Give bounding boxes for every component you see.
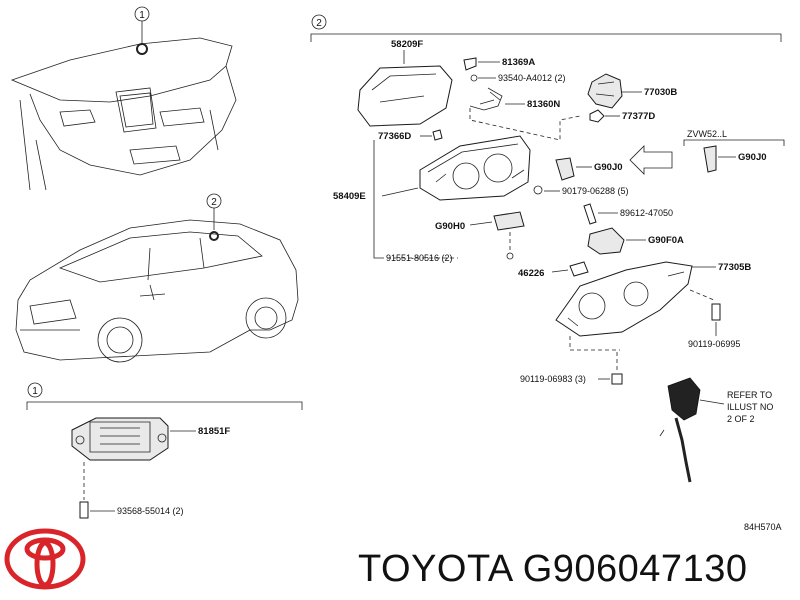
part-90179-06288: 90179-06288 (5)	[562, 186, 629, 196]
part-58409E: 58409E	[333, 191, 366, 202]
callout-label-1-bottom: 1	[32, 386, 38, 397]
part-G90H0: G90H0	[435, 221, 465, 232]
part-58209F: 58209F	[391, 39, 423, 50]
callout-label-2-top: 2	[316, 18, 322, 29]
part-90119-06995: 90119-06995	[688, 339, 740, 349]
part-G90F0A: G90F0A	[648, 235, 684, 246]
part-46226: 46226	[518, 268, 544, 279]
part-91551-80516: 91551-80516 (2)	[386, 253, 453, 263]
meter-assembly: 58209F 81369A 93540-A4012 (2) 81360N 770…	[333, 39, 785, 532]
brand-name: TOYOTA	[358, 548, 512, 590]
part-90119-06983: 90119-06983 (3)	[520, 374, 586, 384]
refer-line-2: ILLUST NO	[727, 402, 773, 412]
part-G90J0-b: G90J0	[738, 152, 767, 163]
part-ZVW52-L: ZVW52..L	[687, 129, 727, 139]
part-caption: TOYOTA G906047130	[358, 548, 747, 591]
part-81360N: 81360N	[527, 99, 560, 110]
part-77366D: 77366D	[378, 131, 411, 142]
toyota-logo-icon	[4, 528, 86, 590]
illustration-code: 84H570A	[744, 522, 782, 532]
part-number: G906047130	[522, 548, 748, 590]
part-77305B: 77305B	[718, 262, 751, 273]
car-illustration: 2	[15, 193, 299, 363]
part-77377D: 77377D	[622, 111, 655, 122]
assembly-bracket-1: 1 81851F 93568-55014 (2)	[26, 382, 303, 519]
part-77030B: 77030B	[644, 87, 677, 98]
part-93568-55014: 93568-55014 (2)	[117, 506, 184, 516]
part-89612-47050: 89612-47050	[620, 208, 673, 218]
part-81851F: 81851F	[198, 426, 230, 437]
part-93540-A4012: 93540-A4012 (2)	[498, 73, 566, 83]
part-G90J0-a: G90J0	[594, 162, 623, 173]
refer-line-3: 2 OF 2	[727, 414, 755, 424]
callout-label-1-top: 1	[139, 10, 145, 21]
refer-line-1: REFER TO	[727, 390, 772, 400]
assembly-bracket-2: 2	[310, 14, 782, 42]
callout-label-2-car: 2	[211, 197, 217, 208]
dashboard-illustration: 1	[10, 6, 237, 191]
part-81369A: 81369A	[502, 57, 535, 68]
